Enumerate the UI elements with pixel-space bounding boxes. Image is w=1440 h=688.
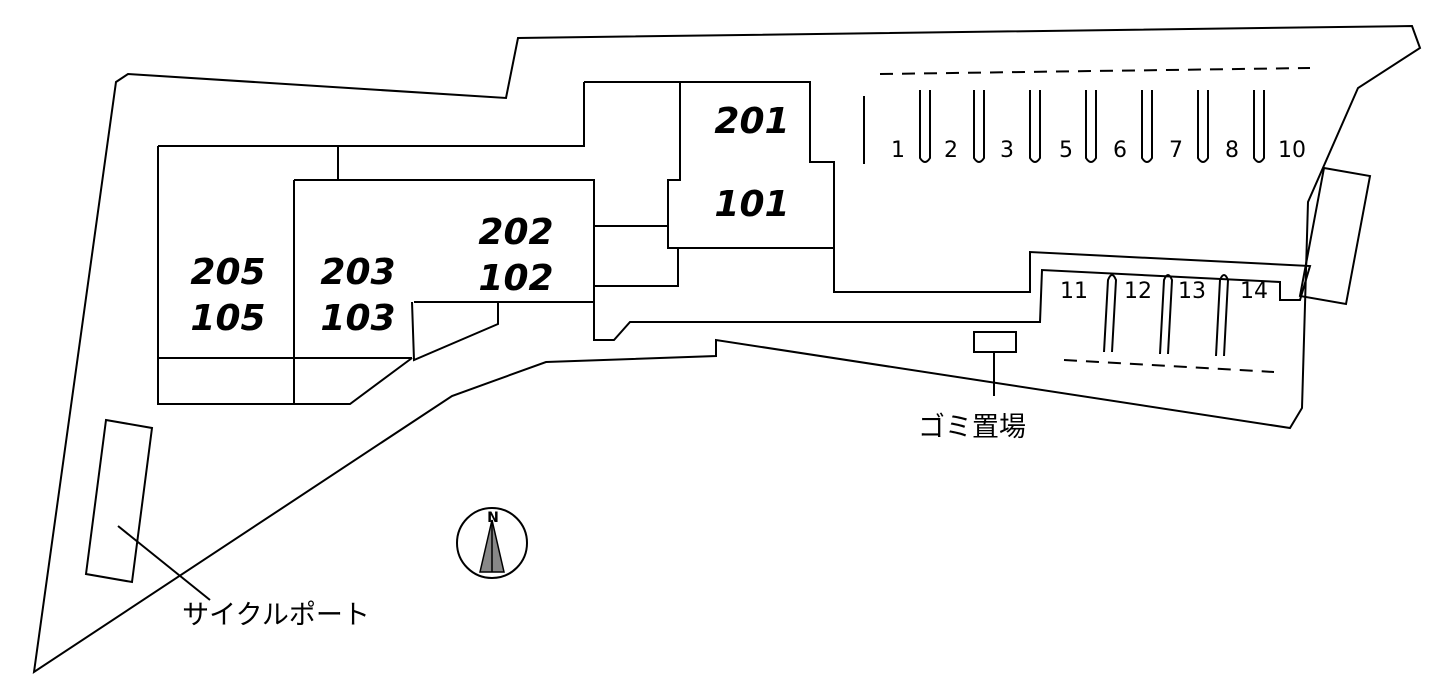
property-boundary bbox=[32, 24, 1422, 675]
parking-space-12: 12 bbox=[1124, 279, 1152, 304]
parking-space-2: 2 bbox=[944, 138, 958, 163]
unit-103: 103 bbox=[320, 298, 395, 339]
driveway-outline bbox=[411, 81, 1312, 362]
unit-102: 102 bbox=[478, 258, 553, 299]
parking-space-7: 7 bbox=[1169, 138, 1183, 163]
parking-space-1: 1 bbox=[891, 138, 905, 163]
parking-bottom-row bbox=[1063, 274, 1275, 373]
building-blocks bbox=[157, 82, 834, 405]
bicycle-port-label: サイクルポート bbox=[182, 600, 370, 631]
unit-105: 105 bbox=[190, 298, 265, 339]
parking-space-11: 11 bbox=[1060, 279, 1088, 304]
parking-space-5: 5 bbox=[1059, 138, 1073, 163]
parking-space-13: 13 bbox=[1178, 279, 1206, 304]
unit-203: 203 bbox=[320, 252, 395, 293]
parking-space-3: 3 bbox=[1000, 138, 1014, 163]
parking-top-row bbox=[863, 67, 1311, 164]
unit-101: 101 bbox=[714, 184, 789, 225]
unit-202: 202 bbox=[478, 212, 553, 253]
garbage-area-label: ゴミ置場 bbox=[918, 412, 1026, 443]
right-side-structure bbox=[1298, 166, 1372, 306]
compass-north-label: N bbox=[487, 510, 499, 526]
parking-space-10: 10 bbox=[1278, 138, 1306, 163]
parking-space-8: 8 bbox=[1225, 138, 1239, 163]
unit-205: 205 bbox=[190, 252, 265, 293]
parking-space-14: 14 bbox=[1240, 279, 1268, 304]
unit-201: 201 bbox=[714, 101, 789, 142]
parking-space-6: 6 bbox=[1113, 138, 1127, 163]
compass-icon: N bbox=[456, 507, 528, 579]
garbage-area bbox=[973, 331, 1017, 353]
bicycle-port bbox=[84, 418, 154, 584]
